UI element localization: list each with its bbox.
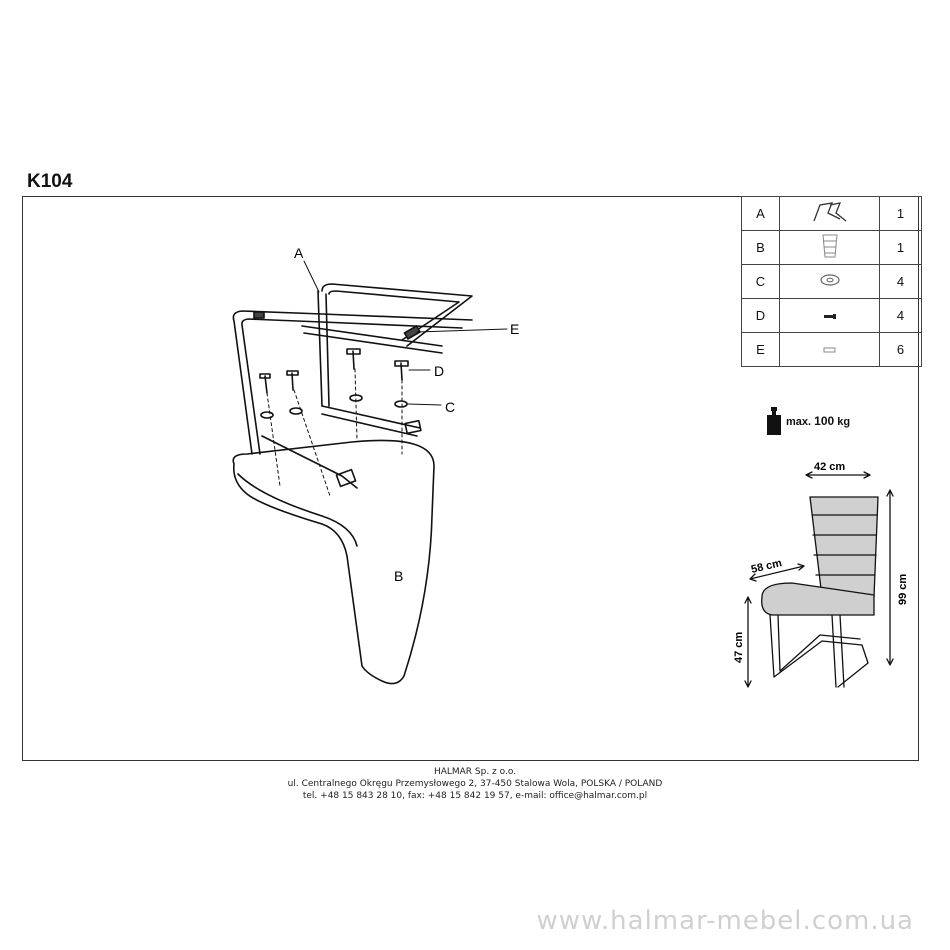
frame-lower-tube-2 bbox=[321, 405, 421, 429]
parts-table: A 1 B 1 C 4 D bbox=[741, 196, 922, 367]
screw-icon bbox=[823, 314, 836, 319]
part-qty: 1 bbox=[879, 230, 922, 265]
frame-top-rail bbox=[301, 325, 443, 347]
frame-back-tube-inner bbox=[328, 290, 460, 341]
parts-row: D 4 bbox=[741, 298, 922, 333]
part-qty: 6 bbox=[879, 332, 922, 367]
label-e: E bbox=[510, 321, 519, 337]
dim-width: 42 cm bbox=[814, 461, 845, 473]
seat-shape bbox=[232, 439, 435, 685]
frame-back-vertical bbox=[317, 290, 323, 407]
max-load-value: 100 bbox=[814, 414, 835, 428]
max-load: max. 100 kg bbox=[766, 406, 850, 436]
part-letter: C bbox=[741, 264, 780, 299]
assembly-drawing: A E D C B bbox=[232, 245, 519, 685]
instruction-frame bbox=[22, 196, 919, 761]
parts-row: A 1 bbox=[741, 196, 922, 231]
part-qty: 4 bbox=[879, 264, 922, 299]
page-title: K104 bbox=[27, 171, 73, 192]
part-letter: D bbox=[741, 298, 780, 333]
label-b: B bbox=[394, 568, 403, 584]
part-qty: 4 bbox=[879, 298, 922, 333]
screw-group bbox=[259, 348, 409, 419]
dim-height: 99 cm bbox=[897, 574, 909, 605]
frame-top-rail-2 bbox=[303, 332, 443, 354]
frame-icon bbox=[812, 202, 846, 222]
part-letter: B bbox=[741, 230, 780, 265]
footer-address: ul. Centralnego Okręgu Przemysłowego 2, … bbox=[287, 779, 663, 789]
leader-e bbox=[416, 328, 508, 333]
dim-seat-height: 47 cm bbox=[733, 632, 745, 663]
frame-back-vertical-inner bbox=[325, 293, 330, 407]
parts-row: E 6 bbox=[741, 332, 922, 367]
part-letter: A bbox=[741, 196, 780, 231]
washer-icon bbox=[819, 274, 840, 286]
dim-depth: 58 cm bbox=[750, 557, 783, 576]
footer-contact: tel. +48 15 843 28 10, fax: +48 15 842 1… bbox=[302, 791, 648, 801]
max-load-prefix: max. bbox=[786, 416, 812, 428]
frame-lower-tube-3 bbox=[321, 413, 418, 437]
frame-front-tube-inner bbox=[241, 318, 463, 455]
footer-company: HALMAR Sp. z o.o. bbox=[433, 767, 517, 777]
seat-icon bbox=[821, 234, 838, 258]
label-a: A bbox=[294, 245, 304, 261]
watermark: www.halmar-mebel.com.ua bbox=[536, 906, 914, 936]
seat-edge bbox=[237, 473, 358, 547]
leader-a bbox=[303, 260, 320, 293]
parts-row: C 4 bbox=[741, 264, 922, 299]
frame-front-tube bbox=[232, 310, 473, 455]
label-d: D bbox=[434, 363, 444, 379]
cap-icon bbox=[823, 347, 835, 353]
dimensions-drawing: 42 cm 58 cm 99 cm 47 cm bbox=[733, 461, 909, 688]
label-c: C bbox=[445, 399, 455, 415]
parts-row: B 1 bbox=[741, 230, 922, 265]
part-letter: E bbox=[741, 332, 780, 367]
leader-c bbox=[407, 403, 442, 406]
frame-back-tube bbox=[321, 283, 473, 347]
max-load-unit: kg bbox=[837, 416, 851, 428]
part-qty: 1 bbox=[879, 196, 922, 231]
weight-icon bbox=[767, 407, 781, 435]
